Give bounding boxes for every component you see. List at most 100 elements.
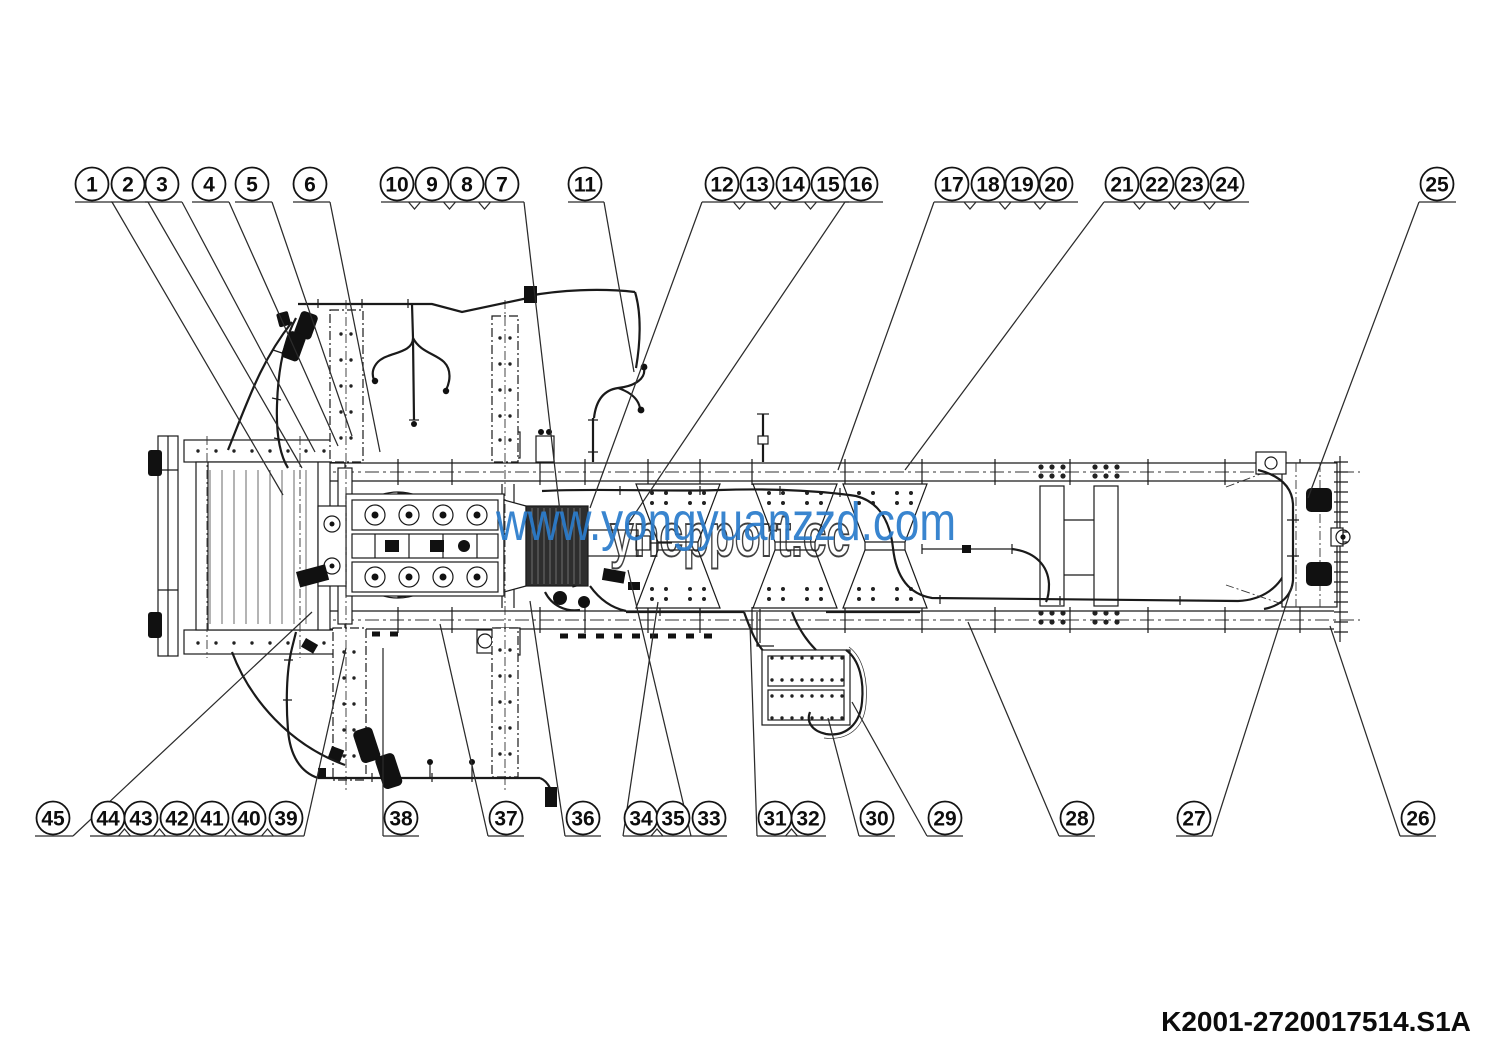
svg-text:37: 37 [494,808,517,831]
callout-19[interactable]: 19 [1004,166,1040,202]
svg-text:9: 9 [426,174,438,197]
svg-text:3: 3 [156,174,168,197]
callout-9[interactable]: 9 [414,166,450,202]
wiring-harness-cab-pigtail [588,363,769,462]
tail-lamp-connector-bottom [1306,562,1332,586]
callout-42[interactable]: 42 [159,800,195,836]
callout-23[interactable]: 23 [1174,166,1210,202]
transmission [503,429,672,613]
callout-12[interactable]: 12 [704,166,740,202]
drawing-number: K2001-2720017514.S1A [1161,1006,1471,1037]
callout-25[interactable]: 25 [1419,166,1455,202]
svg-text:41: 41 [200,808,224,831]
svg-text:15: 15 [816,174,840,197]
svg-text:2: 2 [122,174,134,197]
svg-text:23: 23 [1180,174,1203,197]
callout-39[interactable]: 39 [268,800,304,836]
callout-2[interactable]: 2 [110,166,146,202]
svg-text:19: 19 [1010,174,1033,197]
callout-26[interactable]: 26 [1400,800,1436,836]
callout-40[interactable]: 40 [231,800,267,836]
callout-44[interactable]: 44 [90,800,126,836]
callout-14[interactable]: 14 [775,166,811,202]
svg-text:11: 11 [574,174,597,197]
wiring-harness-chassis [541,486,1294,653]
svg-text:22: 22 [1145,174,1168,197]
svg-text:14: 14 [781,174,805,197]
svg-text:35: 35 [661,808,685,831]
svg-text:7: 7 [496,174,508,197]
callout-18[interactable]: 18 [970,166,1006,202]
svg-text:6: 6 [304,174,316,197]
svg-text:24: 24 [1215,174,1239,197]
callout-21[interactable]: 21 [1104,166,1140,202]
svg-text:38: 38 [389,808,413,831]
svg-text:21: 21 [1110,174,1134,197]
battery-box [756,609,867,739]
svg-text:13: 13 [745,174,768,197]
crossmember-gussets [476,431,1120,656]
svg-text:39: 39 [274,808,297,831]
front-bumper [148,435,179,657]
svg-text:43: 43 [129,808,152,831]
svg-text:1: 1 [86,174,98,197]
callout-16[interactable]: 16 [843,166,879,202]
svg-text:30: 30 [865,808,888,831]
callout-35[interactable]: 35 [655,800,691,836]
svg-text:27: 27 [1182,808,1205,831]
svg-text:42: 42 [165,808,188,831]
callout-11[interactable]: 11 [567,166,603,202]
callout-41[interactable]: 41 [194,800,230,836]
callout-24[interactable]: 24 [1209,166,1245,202]
callout-5[interactable]: 5 [234,166,270,202]
svg-text:25: 25 [1425,174,1449,197]
svg-text:12: 12 [710,174,733,197]
callout-13[interactable]: 13 [739,166,775,202]
callout-1[interactable]: 1 [74,166,110,202]
callout-29[interactable]: 29 [927,800,963,836]
callout-6[interactable]: 6 [292,166,328,202]
callout-31[interactable]: 31 [757,800,793,836]
callout-28[interactable]: 28 [1059,800,1095,836]
svg-text:8: 8 [461,174,473,197]
rear-crossmember [1225,451,1351,642]
callout-38[interactable]: 38 [383,800,419,836]
leader-lines [35,201,1456,837]
callout-8[interactable]: 8 [449,166,485,202]
callout-15[interactable]: 15 [810,166,846,202]
svg-text:32: 32 [796,808,819,831]
svg-text:28: 28 [1065,808,1089,831]
callout-30[interactable]: 30 [859,800,895,836]
callout-43[interactable]: 43 [123,800,159,836]
callout-27[interactable]: 27 [1176,800,1212,836]
svg-text:31: 31 [763,808,787,831]
callout-20[interactable]: 20 [1038,166,1074,202]
engine [296,493,640,597]
svg-text:29: 29 [933,808,956,831]
svg-text:17: 17 [940,174,963,197]
wiring-harness-front-bottom [230,631,557,807]
svg-text:16: 16 [849,174,872,197]
svg-text:36: 36 [571,808,594,831]
callout-7[interactable]: 7 [484,166,520,202]
callout-34[interactable]: 34 [623,800,659,836]
callout-4[interactable]: 4 [191,166,227,202]
callout-22[interactable]: 22 [1139,166,1175,202]
callout-10[interactable]: 10 [379,166,415,202]
callout-37[interactable]: 37 [488,800,524,836]
svg-text:45: 45 [41,808,65,831]
watermark-overlay-text: yncpport.cc [610,502,850,569]
svg-text:26: 26 [1406,808,1429,831]
svg-text:10: 10 [385,174,408,197]
callout-3[interactable]: 3 [144,166,180,202]
callout-36[interactable]: 36 [565,800,601,836]
callout-33[interactable]: 33 [691,800,727,836]
callout-45[interactable]: 45 [35,800,71,836]
callout-balloons: 1 2 3 4 5 6 10 9 8 7 11 12 13 14 15 16 1… [35,166,1455,836]
callout-17[interactable]: 17 [934,166,970,202]
callout-32[interactable]: 32 [790,800,826,836]
tail-lamp-connector-top [1306,488,1332,512]
svg-text:18: 18 [976,174,1000,197]
